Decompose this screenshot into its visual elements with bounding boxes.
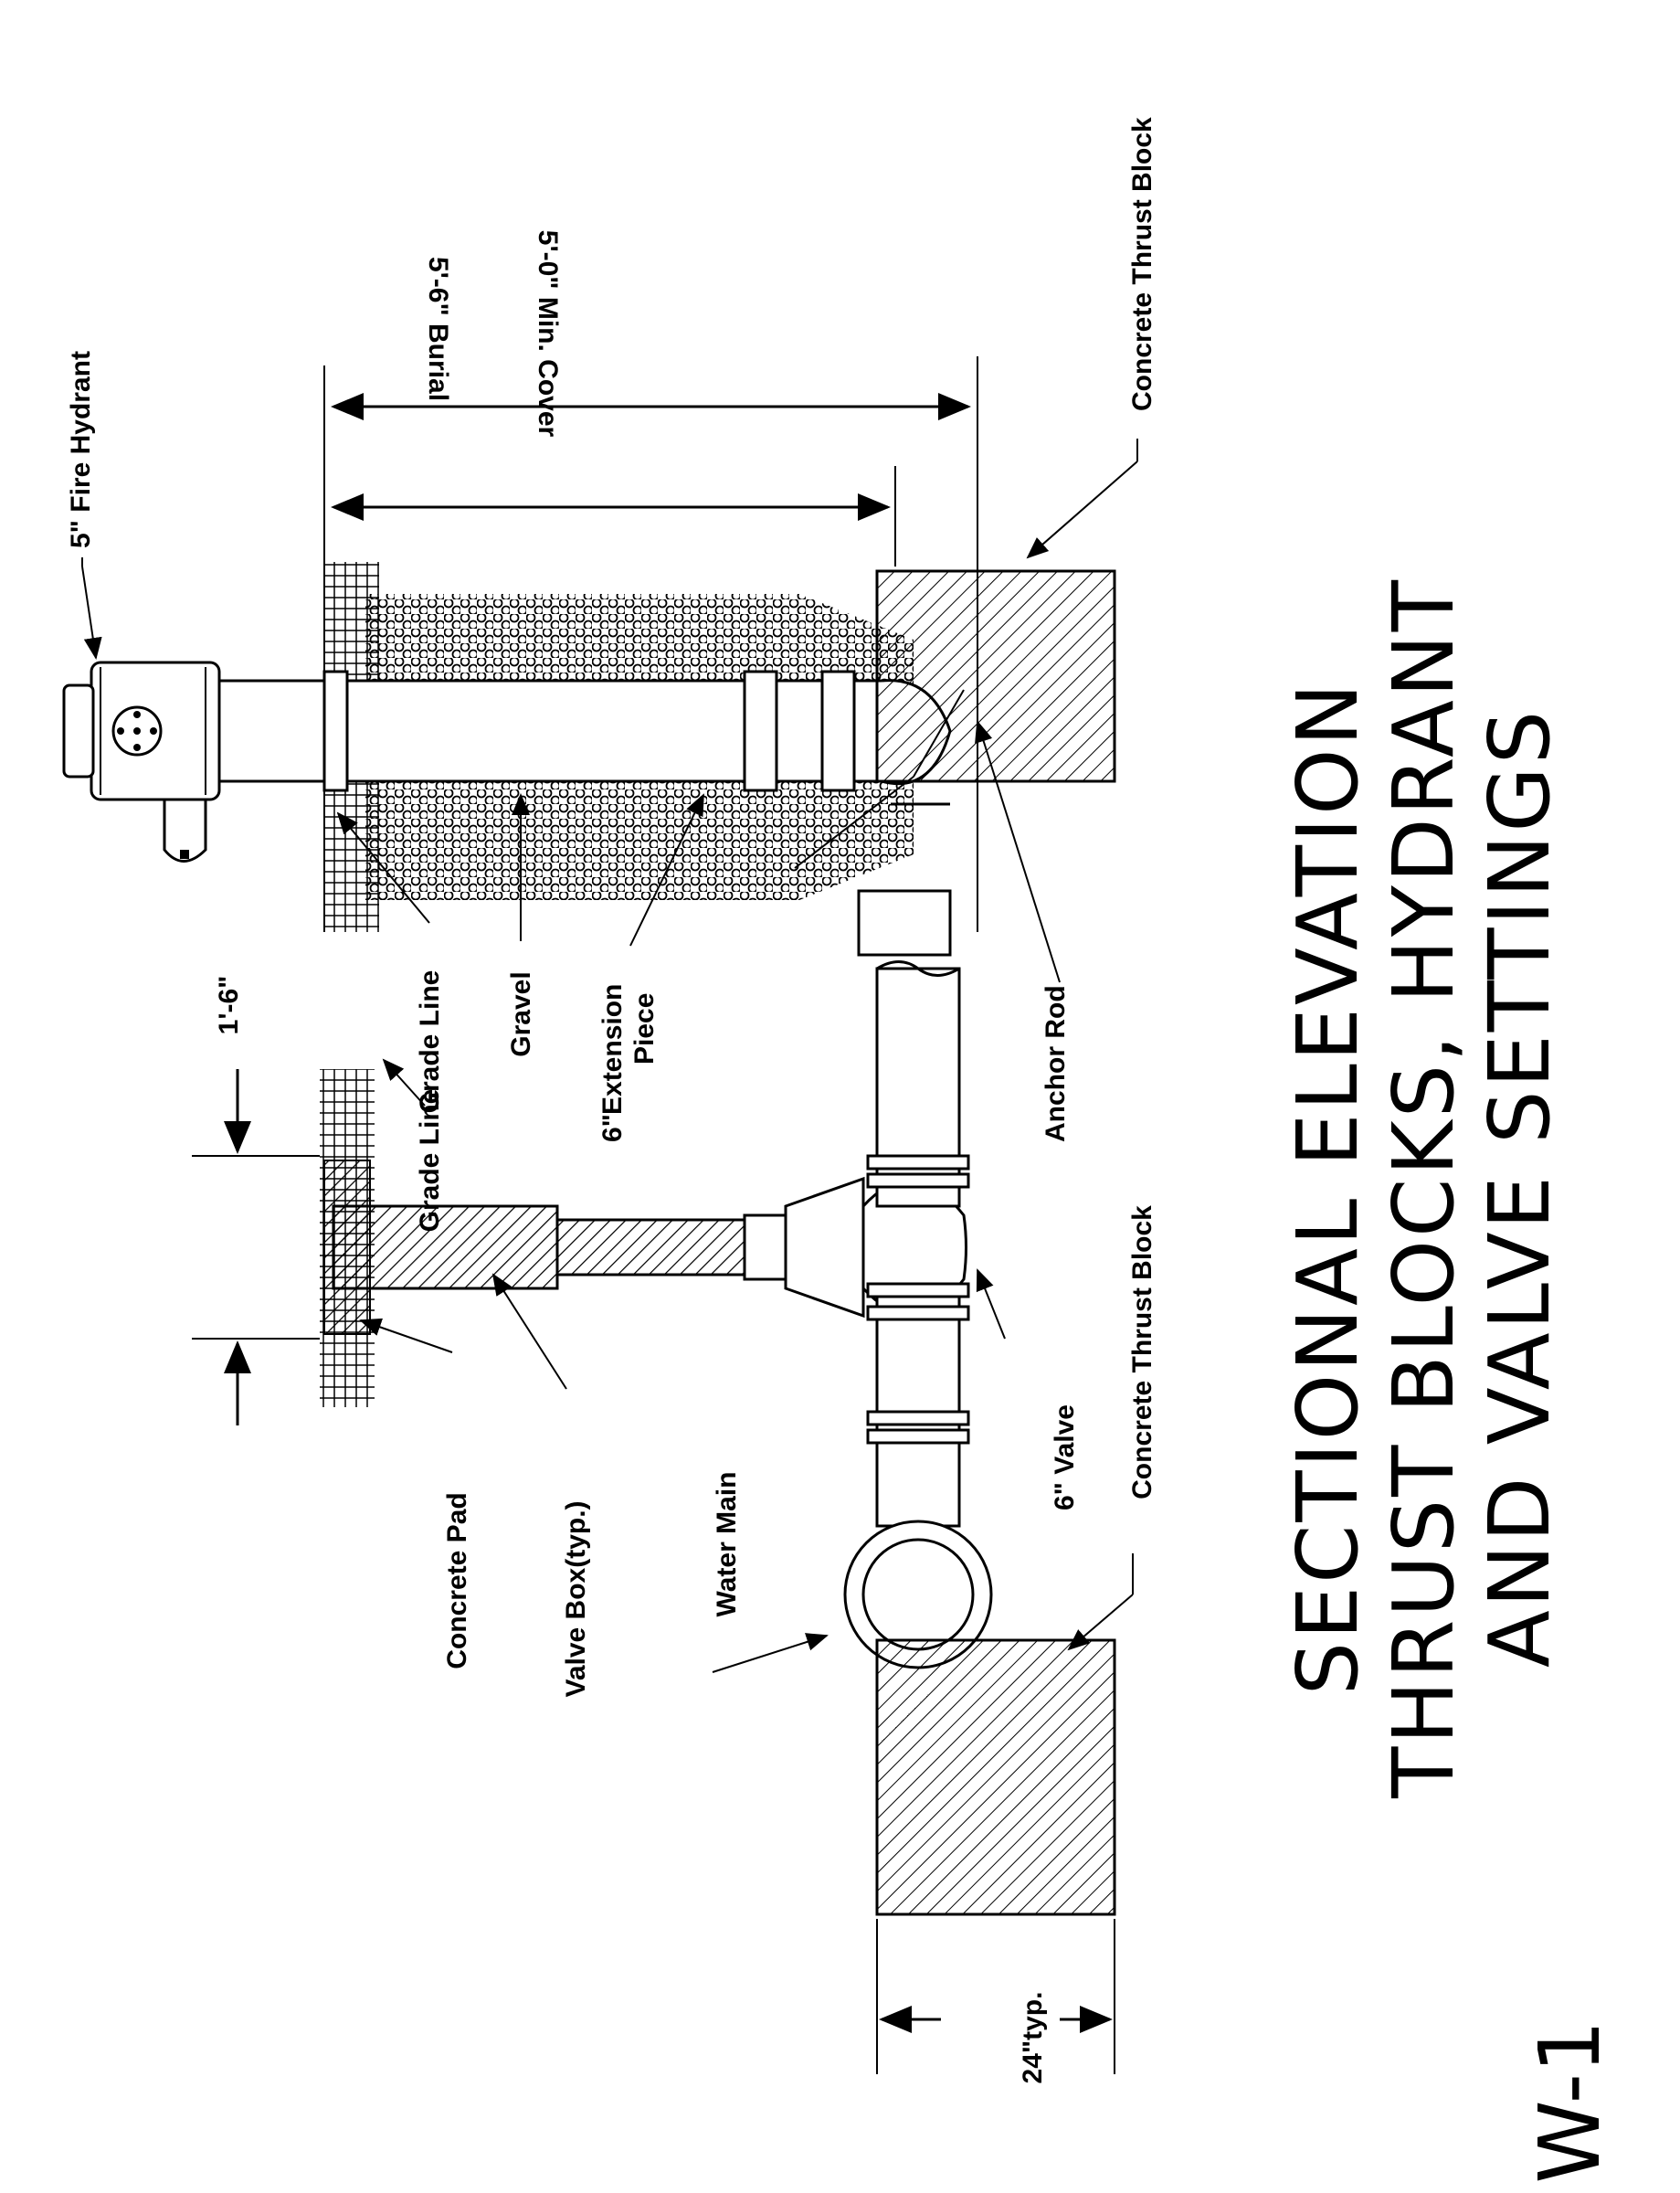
label-burial: 5'-6" Burial <box>423 257 453 401</box>
label-pad-width: 1'-6" <box>214 976 244 1035</box>
extension-flange <box>743 670 778 792</box>
valve-box-base <box>743 1213 787 1281</box>
lateral-pipe <box>857 889 952 957</box>
anchor-rod <box>913 689 965 778</box>
title-line-1: SECTIONAL ELEVATION <box>1279 681 1377 1696</box>
main-flange-1 <box>866 1154 970 1171</box>
thrust-block-hydrant <box>875 569 1116 783</box>
hydrant-nozzle <box>111 705 163 757</box>
label-extension-piece: 6" Extension Piece <box>597 984 660 1142</box>
valve-box-stem <box>555 1218 746 1277</box>
barrel-flange <box>322 670 349 792</box>
extension-size: 6" <box>597 1114 628 1142</box>
water-main-pipe-upper <box>875 967 961 1208</box>
label-fire-hydrant: 5" Fire Hydrant <box>66 351 96 548</box>
main-flange-5 <box>866 1410 970 1426</box>
water-main-inner <box>861 1538 975 1651</box>
label-water-main: Water Main <box>712 1472 742 1617</box>
valve-bonnet <box>784 1176 865 1319</box>
hydrant-cap <box>62 683 95 779</box>
valve-assembly: 1'-6" 24"typ. <box>192 960 1157 2084</box>
label-anchor-rod: Anchor Rod <box>1041 985 1071 1142</box>
label-grade-line-valve: Grade Line <box>415 1089 445 1233</box>
thrust-block-main <box>875 1638 1116 1916</box>
label-concrete-pad: Concrete Pad <box>442 1492 472 1669</box>
extension-flange-2 <box>820 670 856 792</box>
label-thrust-block-bottom: Concrete Thrust Block <box>1127 1205 1157 1499</box>
hydrant-barrel <box>217 679 888 783</box>
water-main-pipe-lower <box>875 1287 961 1528</box>
extension-word2: Piece <box>629 993 660 1065</box>
main-flange-3 <box>866 1282 970 1298</box>
label-thrust-block-top: Concrete Thrust Block <box>1127 117 1157 411</box>
main-flange-4 <box>866 1305 970 1321</box>
title-line-3: AND VALVE SETTINGS <box>1471 708 1569 1668</box>
label-valve-box: Valve Box(typ.) <box>561 1500 591 1697</box>
title-block: SECTIONAL ELEVATION THRUST BLOCKS, HYDRA… <box>1279 577 1619 2183</box>
label-grade-line-hydrant: Grade Line <box>415 970 445 1114</box>
label-block-width: 24"typ. <box>1018 1992 1048 2084</box>
hydrant-outlet <box>163 798 207 863</box>
valve-box <box>332 1204 559 1290</box>
sheet-number: W-1 <box>1521 2020 1619 2184</box>
main-flange-2 <box>866 1172 970 1189</box>
main-flange-6 <box>866 1428 970 1445</box>
extension-word1: Extension <box>597 984 628 1115</box>
label-valve: 6" Valve <box>1050 1404 1080 1510</box>
title-line-2: THRUST BLOCKS, HYDRANT <box>1375 577 1473 1799</box>
hydrant-assembly: 5" Fire Hydrant Concrete Thrust Block 5'… <box>62 117 1157 1142</box>
label-gravel: Gravel <box>506 971 536 1056</box>
label-min-cover: 5'-0" Min. Cover <box>533 230 563 438</box>
